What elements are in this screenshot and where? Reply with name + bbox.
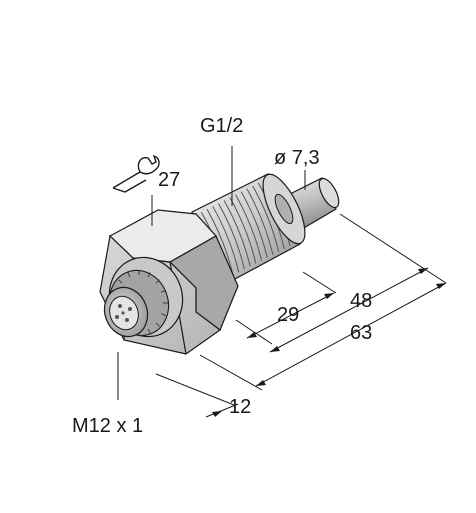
- thread-groove: [223, 200, 251, 267]
- connector-ridge: [118, 279, 123, 284]
- m12-connector: [103, 256, 184, 338]
- connector-ridge: [147, 272, 151, 278]
- thread-groove: [240, 191, 268, 258]
- dimension-lines: [205, 267, 447, 418]
- thread-groove: [229, 197, 257, 264]
- dimension-29-label: 29: [277, 304, 299, 326]
- connector-ridge: [161, 289, 166, 293]
- connector-ridge: [155, 322, 160, 327]
- dimension-48-label: 48: [350, 290, 372, 312]
- connector-thread-label: M12 x 1: [72, 415, 143, 437]
- thread-groove: [218, 203, 245, 270]
- connector-pins: [115, 304, 132, 322]
- wrench-icon: [112, 154, 160, 193]
- leader-lines: [117, 146, 306, 400]
- thread-groove: [212, 206, 240, 273]
- connector-ridge: [147, 328, 151, 334]
- connector-ridge: [127, 272, 131, 278]
- probe-diameter-label: ø 7,3: [274, 147, 320, 169]
- dimension-arrows: [212, 268, 446, 417]
- thread-groove: [246, 188, 274, 255]
- extension-lines: [155, 213, 447, 406]
- wrench-size-label: 27: [158, 169, 180, 191]
- dimension-63-label: 63: [350, 322, 372, 344]
- thread-groove: [235, 194, 263, 261]
- dimension-12-label: 12: [229, 396, 251, 418]
- thread-label: G1/2: [200, 115, 243, 137]
- thread-groove: [252, 185, 280, 252]
- connector-ridge: [155, 279, 160, 284]
- connector-ridge: [161, 313, 166, 317]
- thread-groove: [206, 208, 234, 276]
